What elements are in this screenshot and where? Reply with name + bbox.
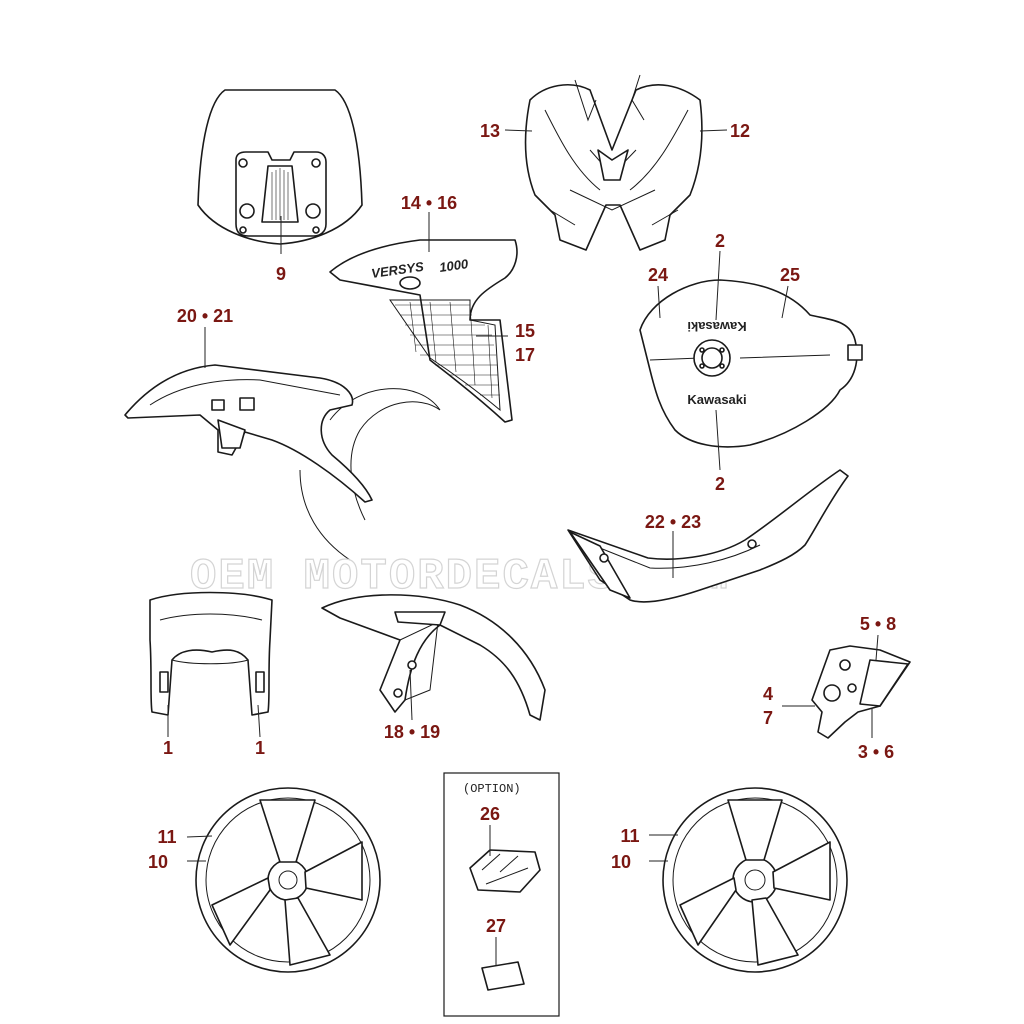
callout-15: 15 xyxy=(515,321,535,341)
callout-14-16: 14 • 16 xyxy=(401,193,457,213)
callout-25: 25 xyxy=(780,265,800,285)
callout-3-6: 3 • 6 xyxy=(858,742,894,762)
callout-13: 13 xyxy=(480,121,500,141)
shroud-displacement-decal: 1000 xyxy=(438,256,469,275)
callout-10-left: 10 xyxy=(148,852,168,872)
rear-wheel-left xyxy=(195,787,381,973)
callout-24: 24 xyxy=(648,265,668,285)
windscreen xyxy=(197,89,363,245)
side-panel xyxy=(124,364,373,503)
callout-26: 26 xyxy=(480,804,500,824)
option-label: (OPTION) xyxy=(463,782,521,796)
callout-4: 4 xyxy=(763,684,773,704)
callout-20-21: 20 • 21 xyxy=(177,306,233,326)
upper-cowl xyxy=(524,74,703,251)
callout-11-left: 11 xyxy=(157,827,176,847)
callout-1-left: 1 xyxy=(163,738,173,758)
option-box: (OPTION) xyxy=(443,772,560,1017)
callouts: 9 13 12 14 • 16 15 17 20 • 21 2 24 25 2 … xyxy=(148,121,896,936)
leader-lines xyxy=(167,129,879,965)
fuel-tank: Kawasaki Kawasaki xyxy=(639,279,863,448)
bracket-decal xyxy=(811,645,911,739)
callout-9: 9 xyxy=(276,264,286,284)
callout-7: 7 xyxy=(763,708,773,728)
callout-5-8: 5 • 8 xyxy=(860,614,896,634)
callout-22-23: 22 • 23 xyxy=(645,512,701,532)
callout-10-right: 10 xyxy=(611,852,631,872)
seat-cowl xyxy=(567,469,849,603)
shroud-model-decal: VERSYS xyxy=(370,259,425,281)
callout-2-top: 2 xyxy=(715,231,725,251)
callout-2-bottom: 2 xyxy=(715,474,725,494)
side-shroud: VERSYS 1000 xyxy=(329,239,518,423)
callout-27: 27 xyxy=(486,916,506,936)
lower-cowl xyxy=(149,591,273,716)
callout-17: 17 xyxy=(515,345,535,365)
callout-18-19: 18 • 19 xyxy=(384,722,440,742)
front-wheel-right xyxy=(662,787,848,973)
callout-1-right: 1 xyxy=(255,738,265,758)
callout-11-right: 11 xyxy=(620,826,639,846)
front-fender xyxy=(321,594,546,721)
tank-brand-decal-bottom: Kawasaki xyxy=(687,392,746,407)
callout-12: 12 xyxy=(730,121,750,141)
tank-brand-decal-top: Kawasaki xyxy=(687,319,746,334)
